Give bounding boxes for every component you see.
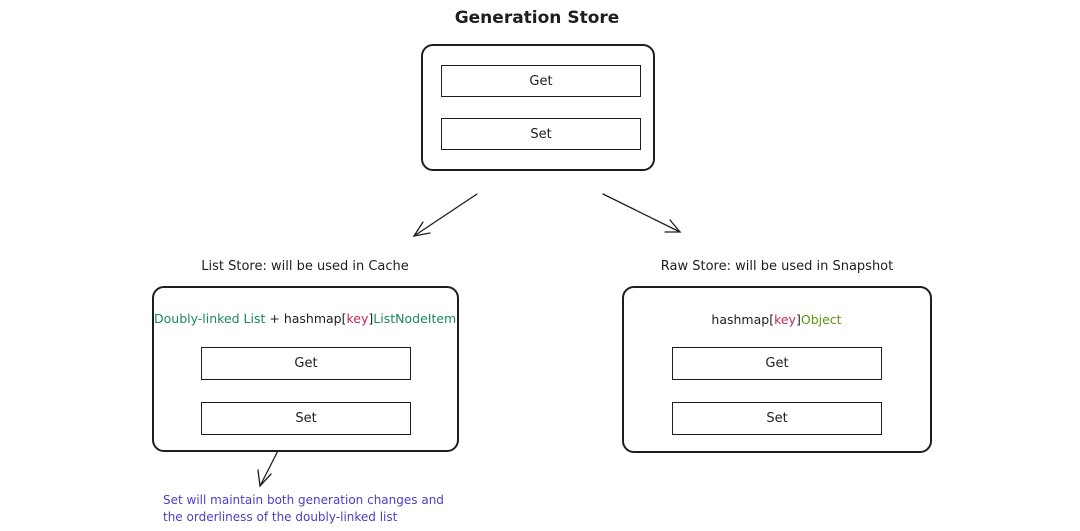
raw-store-set-button[interactable]: Set (672, 402, 882, 435)
list-node-item-text: ListNodeItem (373, 311, 457, 326)
arrow-to-raw-store (602, 193, 682, 233)
raw-object-text: Object (800, 312, 842, 327)
arrow-to-list-store (412, 193, 478, 237)
formula-key-text: key (346, 311, 369, 326)
raw-store-title: Raw Store: will be used in Snapshot (660, 259, 894, 274)
formula-plus-hashmap-text: + hashmap[ (265, 311, 347, 326)
list-store-get-button[interactable]: Get (201, 347, 411, 380)
raw-hashmap-text: hashmap[ (711, 312, 775, 327)
raw-bracket-text: ] (795, 312, 801, 327)
raw-key-text: key (774, 312, 796, 327)
doubly-linked-list-text: Doubly-linked List (154, 311, 266, 326)
list-store-formula: Doubly-linked List + hashmap[key]ListNod… (154, 311, 456, 326)
generation-store-box: Get Set (421, 44, 655, 171)
generation-store-set-button[interactable]: Set (441, 118, 641, 150)
note-line-1: Set will maintain both generation change… (163, 493, 444, 507)
set-behavior-note: Set will maintain both generation change… (163, 492, 483, 526)
raw-store-formula: hashmap[key]Object (624, 312, 929, 327)
raw-store-box: hashmap[key]Object Get Set (622, 286, 932, 453)
list-store-box: Doubly-linked List + hashmap[key]ListNod… (152, 286, 459, 452)
raw-store-get-button[interactable]: Get (672, 347, 882, 380)
note-line-2: the orderliness of the doubly-linked lis… (163, 510, 398, 524)
formula-bracket-text: ] (368, 311, 374, 326)
generation-store-get-button[interactable]: Get (441, 65, 641, 97)
list-store-title: List Store: will be used in Cache (201, 259, 409, 274)
generation-store-title: Generation Store (454, 8, 620, 28)
list-store-set-button[interactable]: Set (201, 402, 411, 435)
